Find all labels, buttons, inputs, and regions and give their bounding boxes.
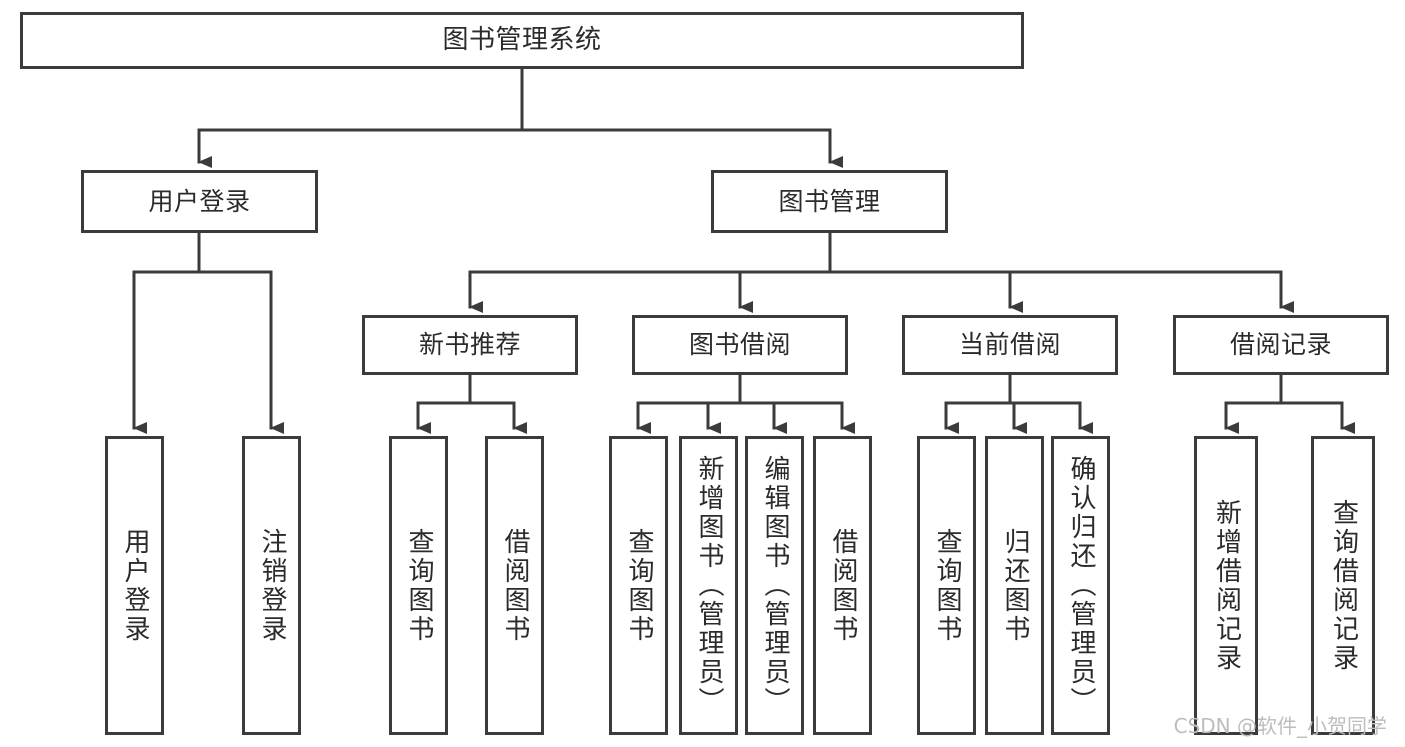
csdn-watermark: CSDN @软件_小贺同学 bbox=[1173, 714, 1387, 738]
node-label: 查询借阅记录 bbox=[1328, 498, 1359, 673]
node-leaf-confirm-return[interactable]: 确认归还（管理员） bbox=[1051, 436, 1110, 735]
node-leaf-query-book-3[interactable]: 查询图书 bbox=[917, 436, 976, 735]
node-label: 借阅图书 bbox=[500, 527, 531, 644]
node-root-system[interactable]: 图书管理系统 bbox=[20, 12, 1024, 69]
node-label: 新书推荐 bbox=[418, 330, 521, 360]
node-leaf-user-login[interactable]: 用户登录 bbox=[105, 436, 164, 735]
node-new-book-recommend[interactable]: 新书推荐 bbox=[362, 315, 578, 375]
node-leaf-borrow-book-1[interactable]: 借阅图书 bbox=[485, 436, 544, 735]
node-label: 新增图书（管理员） bbox=[694, 455, 725, 716]
node-label: 查询图书 bbox=[932, 527, 963, 644]
node-label: 新增借阅记录 bbox=[1211, 498, 1242, 673]
node-label: 用户登录 bbox=[120, 527, 151, 644]
node-book-manage[interactable]: 图书管理 bbox=[711, 170, 948, 233]
node-label: 注销登录 bbox=[257, 527, 288, 644]
node-leaf-return-book[interactable]: 归还图书 bbox=[985, 436, 1044, 735]
node-label: 当前借阅 bbox=[958, 330, 1061, 360]
node-label: 用户登录 bbox=[148, 186, 251, 216]
node-leaf-query-book-1[interactable]: 查询图书 bbox=[389, 436, 448, 735]
node-leaf-add-book[interactable]: 新增图书（管理员） bbox=[679, 436, 738, 735]
node-leaf-query-record[interactable]: 查询借阅记录 bbox=[1311, 436, 1375, 735]
node-label: 查询图书 bbox=[404, 527, 435, 644]
node-leaf-add-record[interactable]: 新增借阅记录 bbox=[1194, 436, 1258, 735]
node-label: 图书管理系统 bbox=[442, 25, 602, 56]
node-user-login[interactable]: 用户登录 bbox=[81, 170, 318, 233]
node-leaf-edit-book[interactable]: 编辑图书（管理员） bbox=[745, 436, 804, 735]
node-label: 图书管理 bbox=[778, 186, 881, 216]
node-label: 借阅图书 bbox=[828, 527, 859, 644]
node-leaf-borrow-book-2[interactable]: 借阅图书 bbox=[813, 436, 872, 735]
node-label: 图书借阅 bbox=[688, 330, 791, 360]
node-label: 查询图书 bbox=[624, 527, 655, 644]
node-leaf-query-book-2[interactable]: 查询图书 bbox=[609, 436, 668, 735]
node-label: 编辑图书（管理员） bbox=[760, 455, 791, 716]
node-current-borrow[interactable]: 当前借阅 bbox=[902, 315, 1118, 375]
node-book-borrow[interactable]: 图书借阅 bbox=[632, 315, 848, 375]
node-leaf-logout[interactable]: 注销登录 bbox=[242, 436, 301, 735]
node-label: 借阅记录 bbox=[1229, 330, 1332, 360]
node-label: 归还图书 bbox=[1000, 527, 1031, 644]
node-label: 确认归还（管理员） bbox=[1066, 455, 1097, 716]
node-borrow-record[interactable]: 借阅记录 bbox=[1173, 315, 1389, 375]
